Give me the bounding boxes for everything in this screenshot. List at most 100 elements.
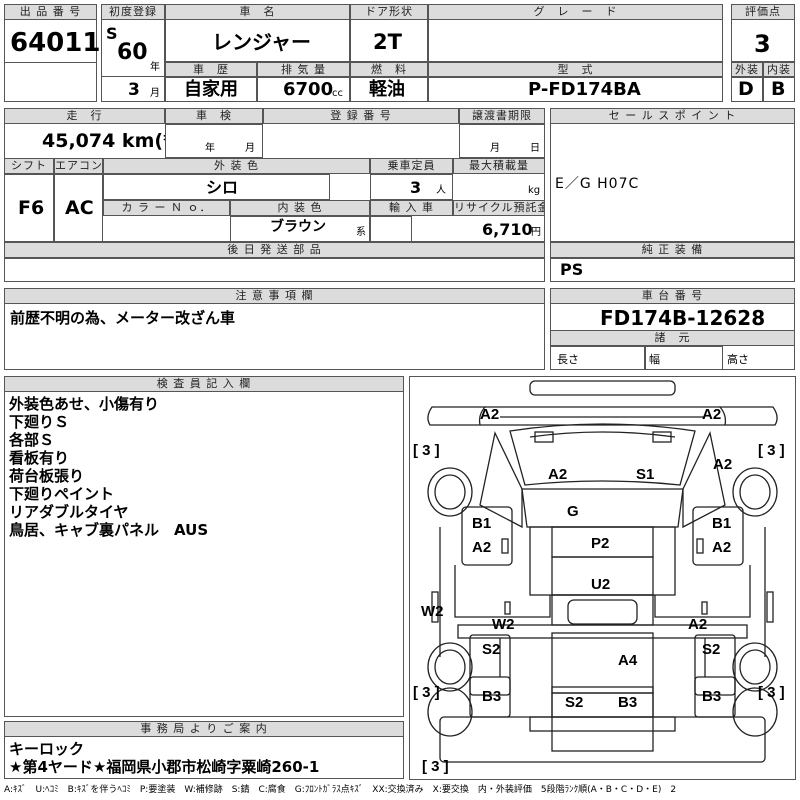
mark-bed-right: A2 (688, 616, 707, 633)
mark-cab-back: U2 (591, 576, 610, 593)
reg-no-header: 登 録 番 号 (263, 108, 459, 124)
recycle-unit: 円 (531, 227, 541, 238)
inspector-block (4, 376, 404, 717)
mark-front-right: A2 (702, 406, 721, 423)
genuine-value: PS (560, 260, 584, 279)
mark-tire-fl: [ 3 ] (413, 442, 440, 459)
recycle-header: リサイクル預託金 (453, 200, 545, 216)
interior-grade: B (771, 78, 786, 100)
lot-number-header: 出 品 番 号 (4, 4, 97, 20)
displacement-value: 6700 (283, 79, 334, 100)
model-cell (428, 77, 723, 102)
displacement-cell (257, 77, 350, 102)
mark-windshield-right: S1 (636, 466, 654, 483)
interior-grade-cell (763, 77, 795, 102)
mark-rear-left: S2 (482, 641, 500, 658)
genuine-header: 純 正 装 備 (550, 242, 795, 258)
mark-door-left-2: A2 (472, 539, 491, 556)
inspection-header: 車 検 (165, 108, 263, 124)
year-unit: 年 (150, 62, 160, 73)
dim-width: 幅 (649, 353, 660, 366)
inspector-note-line: 外装色あせ、小傷有り (9, 395, 160, 413)
mileage-value: 45,074 km(*) (42, 130, 182, 152)
transfer-cell (459, 124, 545, 158)
later-parts-header: 後 日 発 送 部 品 (4, 242, 545, 258)
lot-number: 64011 (10, 28, 101, 58)
mark-door-right-2: A2 (712, 539, 731, 556)
inspector-note-line: 下廻りＳ (9, 413, 70, 431)
genuine-cell (550, 258, 795, 282)
first-reg-month: 3 (128, 80, 140, 100)
dims-header: 諸 元 (550, 330, 795, 346)
mark-tire-rl: [ 3 ] (413, 684, 440, 701)
grade-header: グ レ ー ド (428, 4, 723, 20)
capacity-cell (370, 174, 453, 200)
later-parts-cell (4, 258, 545, 282)
mark-tail-right: B3 (618, 694, 637, 711)
first-reg-cell (101, 4, 165, 102)
dim-length-cell (550, 346, 645, 370)
month-unit: 月 (150, 88, 160, 99)
sales-point-cell (550, 108, 795, 242)
int-color-suffix: 系 (356, 227, 366, 238)
import-cell (370, 216, 412, 242)
mark-tail-left: S2 (565, 694, 583, 711)
model-value: P-FD174BA (528, 79, 641, 100)
chassis-header: 車 台 番 号 (550, 288, 795, 304)
fuel-value: 軽油 (369, 79, 405, 100)
model-header: 型 式 (428, 62, 723, 77)
inspector-note-line: 看板有り (9, 449, 70, 467)
car-name-header: 車 名 (165, 4, 350, 20)
max-load-unit: kg (528, 185, 541, 196)
ac-value: AC (65, 197, 94, 219)
shift-header: シフト (4, 158, 54, 174)
inspection-cell (165, 124, 263, 158)
dim-height: 高さ (727, 353, 749, 366)
lot-number-divider (4, 62, 97, 63)
lot-number-cell (4, 4, 97, 102)
inspector-note-line: 荷台板張り (9, 467, 85, 485)
truck-outline: A2 A2 A2 S1 A2 G B1 A2 B1 A2 P2 U2 W2 W2… (413, 380, 785, 775)
mark-tire-rr: [ 3 ] (758, 684, 785, 701)
mark-bed-center: A4 (618, 652, 638, 669)
sales-point-value: E／G H07C (555, 176, 640, 192)
ext-color-cell (103, 174, 330, 200)
mark-spare: [ 3 ] (422, 758, 449, 775)
score-header: 評価点 (731, 4, 795, 20)
exterior-grade: D (738, 78, 754, 100)
era-letter: S (106, 24, 118, 43)
import-header: 輸 入 車 (370, 200, 453, 216)
car-name: レンジャー (212, 30, 311, 54)
first-reg-year: 60 (117, 40, 148, 65)
recycle-value: 6,710 (482, 220, 533, 239)
mark-door-right-upper: A2 (713, 456, 732, 473)
int-color-value: ブラウン (270, 219, 326, 235)
sales-point-header: セ ー ル ス ポ イ ン ト (550, 108, 795, 124)
capacity-value: 3 (410, 178, 422, 197)
fuel-header: 燃 料 (350, 62, 428, 77)
mark-front-left: A2 (480, 406, 499, 423)
inspector-note-line: 各部Ｓ (9, 431, 55, 449)
transfer-day-unit: 日 (530, 143, 540, 154)
inspection-year-unit: 年 (205, 143, 215, 154)
transfer-month-unit: 月 (490, 143, 500, 154)
first-reg-divider (101, 76, 165, 77)
capacity-unit: 人 (436, 185, 446, 196)
legend-text: A:ｷｽﾞ U:ﾍｺﾐ B:ｷｽﾞを伴うﾍｺﾐ P:要塗装 W:補修跡 S:錆 … (4, 785, 677, 795)
score-value: 3 (754, 30, 771, 58)
caution-header: 注 意 事 項 欄 (4, 288, 545, 304)
int-color-header: 内 装 色 (230, 200, 370, 216)
interior-grade-header: 内装 (763, 62, 795, 77)
shift-value: F6 (18, 197, 45, 219)
mark-tire-fr: [ 3 ] (758, 442, 785, 459)
displacement-unit: cc (332, 88, 343, 99)
first-reg-header: 初度登録 (101, 4, 165, 20)
ac-header: エアコン (54, 158, 103, 174)
ext-color-value: シロ (206, 178, 239, 197)
damage-diagram: A2 A2 A2 S1 A2 G B1 A2 B1 A2 P2 U2 W2 W2… (409, 376, 796, 780)
door-type: 2T (373, 30, 402, 54)
mark-rear-right: S2 (702, 641, 720, 658)
capacity-header: 乗車定員 (370, 158, 453, 174)
int-color-cell (230, 216, 370, 242)
mark-rear-bumper-right: B3 (702, 688, 721, 705)
